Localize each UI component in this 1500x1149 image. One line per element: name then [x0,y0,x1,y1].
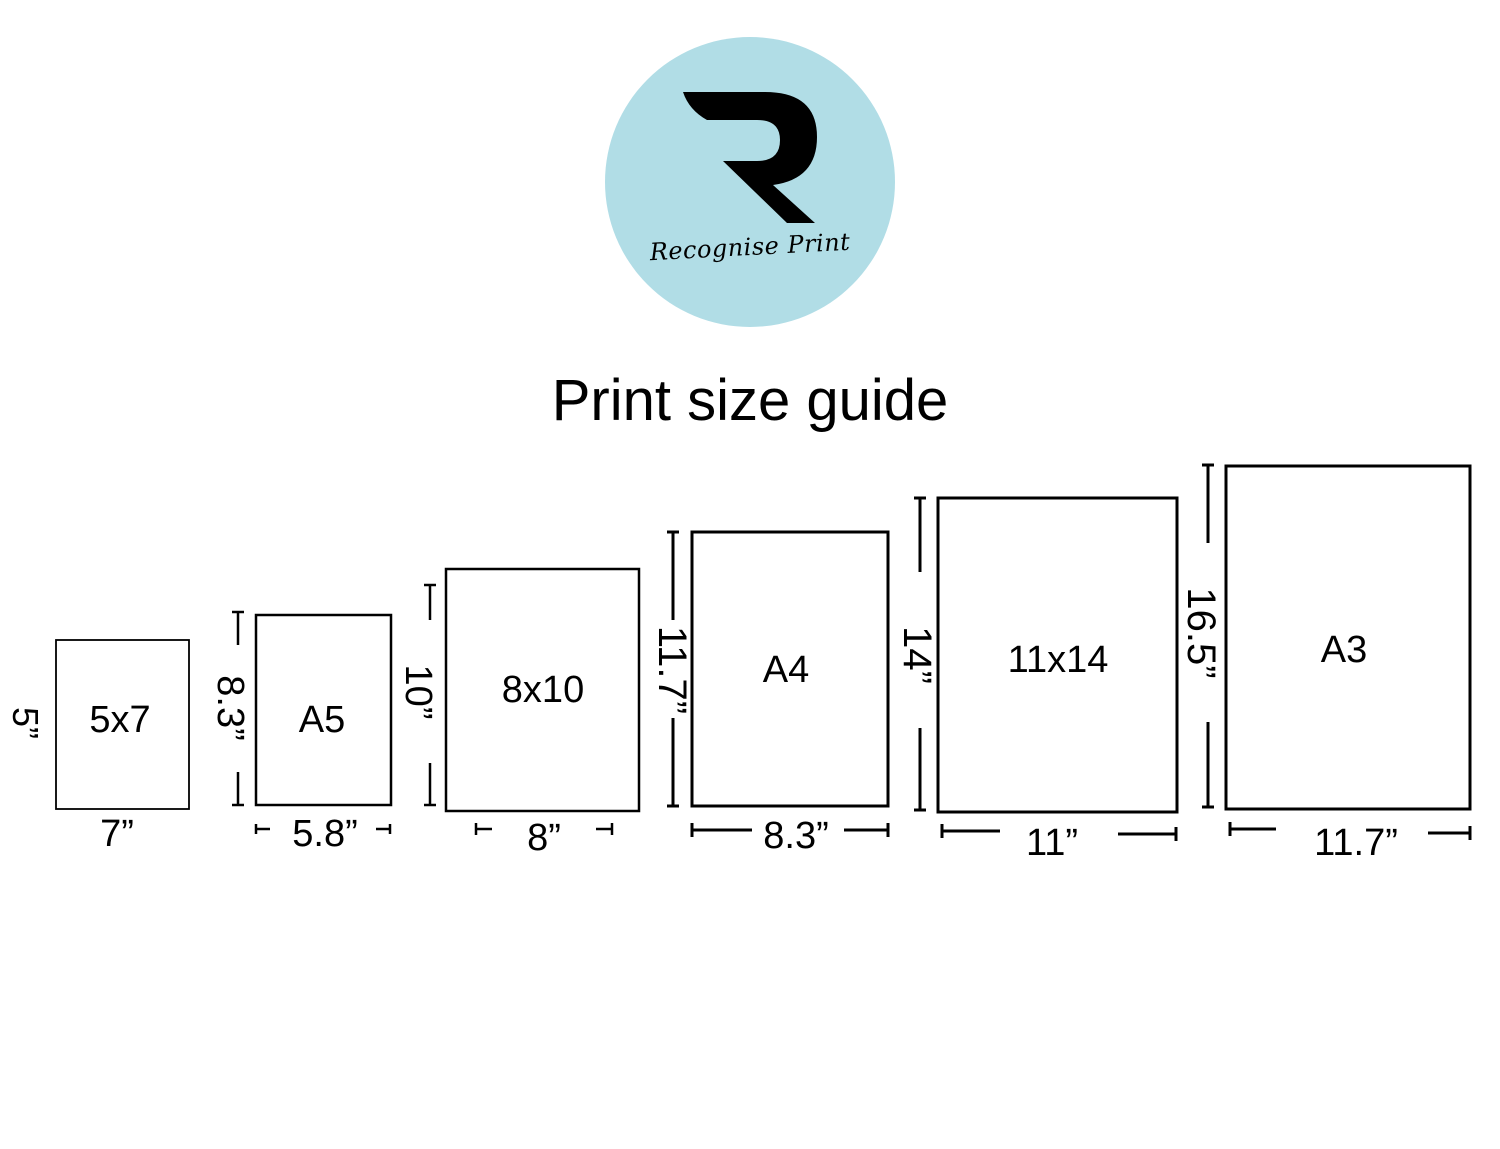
width-marker-11x14 [940,824,1178,841]
height-label-a5: 8.3” [209,675,251,740]
size-label-5x7: 5x7 [89,699,150,741]
width-marker-a4 [690,823,890,837]
size-label-a3: A3 [1321,629,1367,671]
height-label-5x7: 5” [5,707,46,739]
size-label-11x14: 11x14 [1008,639,1109,681]
size-box-11x14 [936,496,1179,814]
size-box-a5 [254,613,393,807]
width-label-5x7: 7” [100,813,134,855]
size-box-a4 [690,530,890,808]
height-label-a3: 16.5” [1179,587,1223,678]
width-label-a4: 8.3” [763,815,828,857]
width-label-8x10: 8” [527,817,561,859]
size-box-8x10 [444,567,641,813]
size-label-8x10: 8x10 [502,669,584,711]
brand-logo: Recognise Print [605,37,895,327]
page-title: Print size guide [551,368,949,433]
size-box-5x7 [55,639,190,810]
size-label-a5: A5 [299,699,345,741]
size-box-a3 [1224,464,1472,811]
height-label-8x10: 10” [397,665,439,720]
width-marker-a5 [254,824,392,834]
r-logo-icon [683,92,817,223]
height-marker-11x14 [914,496,926,812]
width-marker-8x10 [474,823,614,835]
height-marker-8x10 [424,583,436,807]
width-label-11x14: 11” [1026,822,1078,864]
width-label-a3: 11.7” [1314,822,1398,864]
width-label-a5: 5.8” [292,813,357,855]
height-label-a4: 11.7” [650,626,694,714]
size-label-a4: A4 [763,649,809,691]
height-marker-a3 [1202,463,1214,809]
width-marker-a3 [1228,822,1472,840]
height-marker-a4 [667,530,679,808]
height-label-11x14: 14” [895,626,939,684]
height-marker-a5 [232,610,244,807]
